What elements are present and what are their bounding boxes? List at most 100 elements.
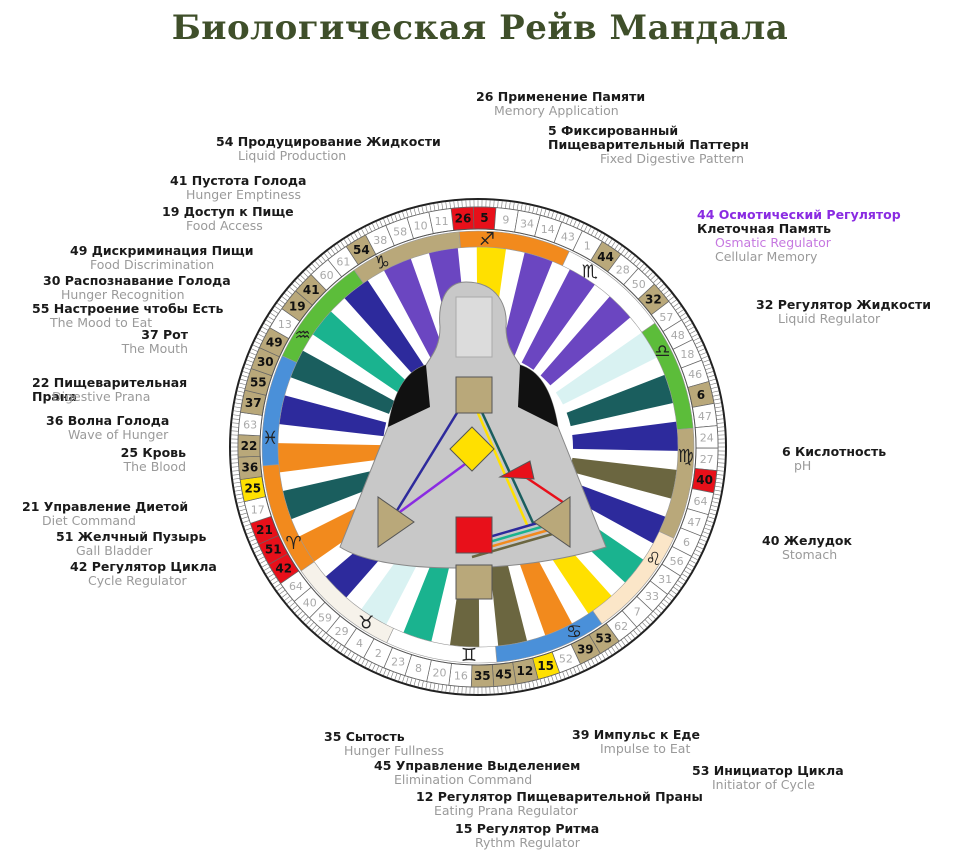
gate-number: 8 [415,662,422,675]
tick-mark [413,208,417,216]
tick-mark [453,201,455,209]
tick-mark [681,316,688,321]
tick-mark [558,214,562,222]
tick-mark [691,333,698,338]
tick-mark [539,208,543,216]
tick-mark [558,672,562,680]
tick-mark [330,248,336,255]
tick-mark [580,663,584,671]
tick-mark [270,576,277,582]
tick-mark [687,326,695,331]
tick-mark [274,583,281,588]
tick-mark [512,684,515,692]
tick-mark [258,556,265,561]
tick-mark [696,344,704,349]
tick-mark [658,605,664,611]
gate-number: 32 [645,293,662,307]
tick-mark [234,485,242,488]
tick-mark [263,323,271,328]
tick-mark [532,680,535,688]
tick-mark [679,576,686,582]
tick-mark [292,605,298,611]
tick-mark [317,629,323,636]
tick-mark [683,570,691,575]
tick-mark [248,534,255,539]
tick-mark [372,663,376,671]
tick-mark [286,290,293,295]
tick-mark [441,684,444,692]
tick-mark [361,229,366,236]
activation-ray [561,480,666,544]
tick-mark [652,277,659,284]
tick-mark [238,386,246,389]
tick-mark [689,559,696,564]
tick-mark [715,478,723,480]
tick-mark [652,610,659,617]
tick-mark [375,665,380,673]
tick-mark [497,200,499,208]
gate-number: 61 [336,256,350,269]
activation-ray [521,269,595,370]
tick-mark [268,573,275,578]
tick-mark [712,497,720,500]
tick-mark [251,348,258,352]
gate-number: 9 [502,214,509,227]
tick-mark [303,616,309,622]
tick-mark [644,619,650,625]
tick-mark [347,237,352,244]
tick-mark [633,258,639,265]
tick-mark [340,241,345,248]
tick-mark [445,684,447,692]
tick-mark [713,398,721,401]
tick-mark [716,422,724,424]
tick-mark [668,592,675,598]
tick-mark [314,261,320,267]
gate-number: 42 [275,561,292,575]
tick-mark [386,670,391,677]
tick-mark [386,217,391,224]
tick-mark [252,344,260,349]
tick-mark [611,646,616,653]
gate-number: 59 [318,611,332,624]
tick-mark [327,250,333,257]
tick-mark [677,309,684,314]
tick-mark [663,290,670,295]
tick-mark [254,549,262,553]
tick-mark [265,570,273,575]
tick-mark [421,680,424,688]
tick-mark [573,667,577,674]
tick-mark [354,654,359,662]
tick-mark [300,275,306,281]
channel-line [468,394,530,528]
gate-number: 39 [577,642,594,656]
channel-line [392,457,473,519]
gate-number: 63 [243,418,257,431]
tick-mark [256,552,263,557]
tick-mark [685,566,693,571]
gate-number: 48 [671,329,685,342]
gate-number: 24 [700,431,714,444]
tick-mark [324,253,330,260]
tick-mark [279,299,286,305]
tick-mark [350,234,355,242]
gate-number: 16 [454,669,468,682]
tick-mark [375,221,380,229]
tick-mark [693,552,700,557]
tick-mark [402,211,405,219]
tick-mark [660,602,667,608]
tick-mark [707,375,715,378]
tick-mark [232,470,240,472]
tick-mark [691,556,698,561]
tick-mark [528,205,531,213]
tick-mark [234,406,242,409]
tick-mark [340,646,345,653]
tick-mark [245,527,253,531]
